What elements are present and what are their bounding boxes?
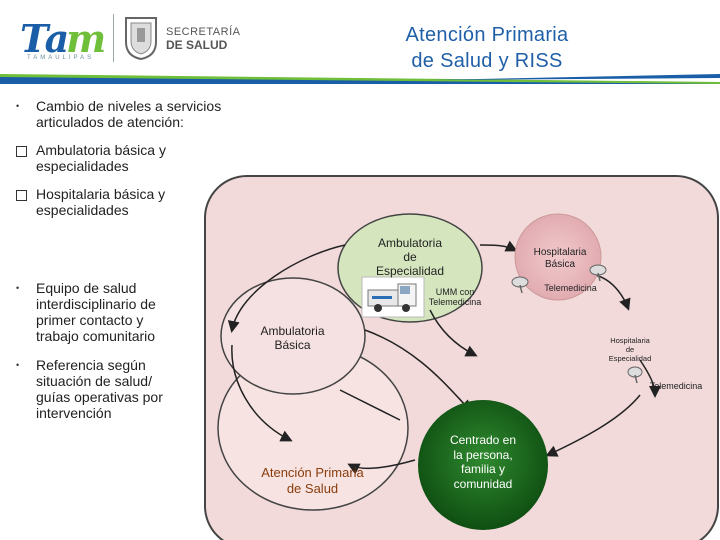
logo-subtext: TAMAULIPAS	[27, 55, 95, 61]
label-line: Ambulatoria	[377, 236, 443, 250]
centro-circle	[418, 400, 548, 530]
satellite-dish-icon	[627, 366, 643, 384]
amb-especialidad-label: Ambulatoria de Especialidad	[360, 236, 460, 278]
bullet-line: guías operativas por	[36, 389, 163, 405]
svg-text:Ta: Ta	[20, 16, 69, 61]
bullet-line: intervención	[36, 405, 112, 421]
centro-label: Centrado en la persona, familia y comuni…	[433, 433, 533, 491]
logo-divider	[113, 14, 114, 62]
bullet-line: Cambio de niveles a servicios	[36, 98, 222, 114]
svg-text:m: m	[66, 16, 106, 61]
bullet-line: Equipo de salud	[36, 280, 137, 296]
bullet-line: trabajo comunitario	[36, 328, 156, 344]
satellite-dish-icon	[589, 264, 607, 282]
bullet-line: Referencia según	[36, 357, 146, 373]
label-line: Hospitalaria	[533, 247, 587, 258]
label-line: Centrado en	[449, 433, 517, 447]
telemedicina-2-label: Telemedicina	[649, 381, 703, 391]
label-line: Telemedicina	[428, 297, 482, 307]
bullet-line: situación de salud/	[36, 373, 152, 389]
bullet-marker: •	[16, 283, 20, 293]
checkbox-icon	[16, 190, 27, 201]
hosp-basica-label: Hospitalaria Básica	[520, 247, 600, 271]
label-line: UMM con	[435, 287, 475, 297]
label-line: Especialidad	[375, 264, 445, 278]
bullet-line: interdisciplinario de	[36, 296, 156, 312]
label-line: de	[403, 250, 417, 264]
telemedicina-label: Telemedicina	[544, 283, 597, 293]
aps-label: Atención Primaria de Salud	[240, 465, 385, 497]
umm-label: UMM con Telemedicina	[420, 287, 490, 307]
label-line: comunidad	[453, 476, 513, 491]
bullet-item: Equipo de salud interdisciplinario de pr…	[36, 280, 186, 344]
label-line: Ambulatoria	[260, 324, 325, 338]
bullet-marker: •	[16, 101, 20, 111]
label-line: Básica	[544, 259, 575, 270]
title-line2: de Salud y RISS	[411, 50, 563, 72]
bullet-item: Hospitalaria básica y especialidades	[36, 186, 216, 218]
label-line: Hospitalaria	[610, 336, 650, 345]
satellite-dish-icon	[511, 276, 529, 294]
secretaria-line2: DE SALUD	[166, 38, 228, 52]
state-seal-icon	[125, 17, 157, 60]
bullet-marker: •	[16, 360, 20, 370]
page-title: Atención Primaria de Salud y RISS	[372, 22, 602, 74]
secretaria-line1: SECRETARÍA	[166, 26, 241, 38]
bullet-line: primer contacto y	[36, 312, 144, 328]
bullet-item: Ambulatoria básica y especialidades	[36, 142, 216, 174]
label-line: familia y	[460, 462, 505, 476]
amb-basica-ellipse	[220, 277, 366, 395]
tam-logo-icon: Ta m	[20, 16, 106, 61]
label-line: de Salud	[286, 481, 339, 496]
header-band	[0, 74, 720, 84]
bullet-line: Hospitalaria básica y	[36, 186, 166, 202]
bullet-item: Cambio de niveles a servicios articulado…	[36, 98, 236, 130]
bullet-line: Ambulatoria básica y	[36, 142, 166, 158]
amb-basica-label: Ambulatoria Básica	[240, 324, 345, 352]
bullet-item: Referencia según situación de salud/ guí…	[36, 357, 186, 421]
title-line1: Atención Primaria	[405, 24, 569, 46]
label-line: Básica	[274, 338, 311, 352]
bullet-line: articulados de atención:	[36, 114, 184, 130]
label-line: la persona,	[453, 447, 513, 462]
hosp-especialidad-label: Hospitalaria de Especialidad	[600, 336, 660, 363]
bullet-line: especialidades	[36, 158, 129, 174]
ambulance-icon	[361, 276, 425, 318]
label-line: Especialidad	[608, 354, 652, 363]
label-line: Atención Primaria	[261, 465, 364, 480]
bullet-line: especialidades	[36, 202, 129, 218]
hosp-basica-circle	[514, 213, 602, 301]
checkbox-icon	[16, 146, 27, 157]
label-line: de	[625, 345, 635, 354]
